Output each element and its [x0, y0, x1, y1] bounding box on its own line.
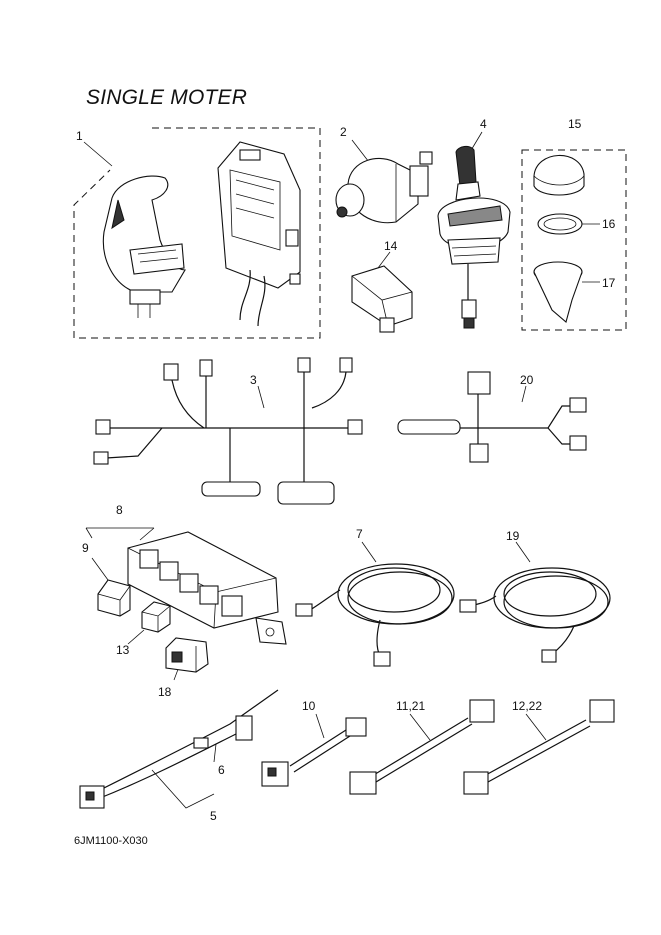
callout-16: 16: [602, 217, 616, 231]
grip-17-part: [533, 261, 600, 323]
relay-9-part: [91, 557, 131, 617]
callout-8: 8: [116, 503, 123, 517]
callout-14: 14: [384, 239, 398, 253]
callout-9: 9: [82, 541, 89, 555]
throttle-joystick-part: [437, 131, 511, 329]
lead-10-part: [261, 713, 367, 787]
callout-18: 18: [158, 685, 172, 699]
remote-control-lever-part: [102, 175, 186, 318]
control-box-part: [217, 141, 301, 327]
callout-2: 2: [340, 125, 347, 139]
ring-16-part: [537, 213, 600, 235]
module-14-part: [351, 251, 413, 333]
callout-17: 17: [602, 276, 616, 290]
callout-6: 6: [218, 763, 225, 777]
cable-19-part: [459, 541, 611, 663]
sub-harness-part: [397, 371, 587, 463]
lead-5-6-part: [79, 689, 279, 809]
callout-13: 13: [116, 643, 130, 657]
callout-3: 3: [250, 373, 257, 387]
callout-15: 15: [568, 117, 582, 131]
lead-12-22-part: [463, 699, 615, 795]
main-switch-part: [335, 139, 433, 224]
cover-15-part: [533, 154, 585, 196]
callout-4: 4: [480, 117, 487, 131]
fuse-box-part: [85, 527, 287, 645]
diagram-title: SINGLE MOTER: [86, 86, 248, 109]
part-code: 6JM1100-X030: [74, 835, 148, 847]
connector-18-part: [165, 637, 209, 681]
cable-7-part: [295, 541, 455, 667]
lead-11-21-part: [349, 699, 495, 795]
callout-5: 5: [210, 809, 217, 823]
main-harness-part: [93, 357, 363, 505]
callout-20: 20: [520, 373, 534, 387]
callout-11-21: 11,21: [396, 699, 425, 713]
fuse-13-part: [127, 601, 171, 645]
callout-12-22: 12,22: [512, 699, 542, 713]
callout-1: 1: [76, 129, 83, 143]
callout-19: 19: [506, 529, 520, 543]
callout-10: 10: [302, 699, 316, 713]
group-15-outline: [521, 149, 627, 331]
callout-7: 7: [356, 527, 363, 541]
